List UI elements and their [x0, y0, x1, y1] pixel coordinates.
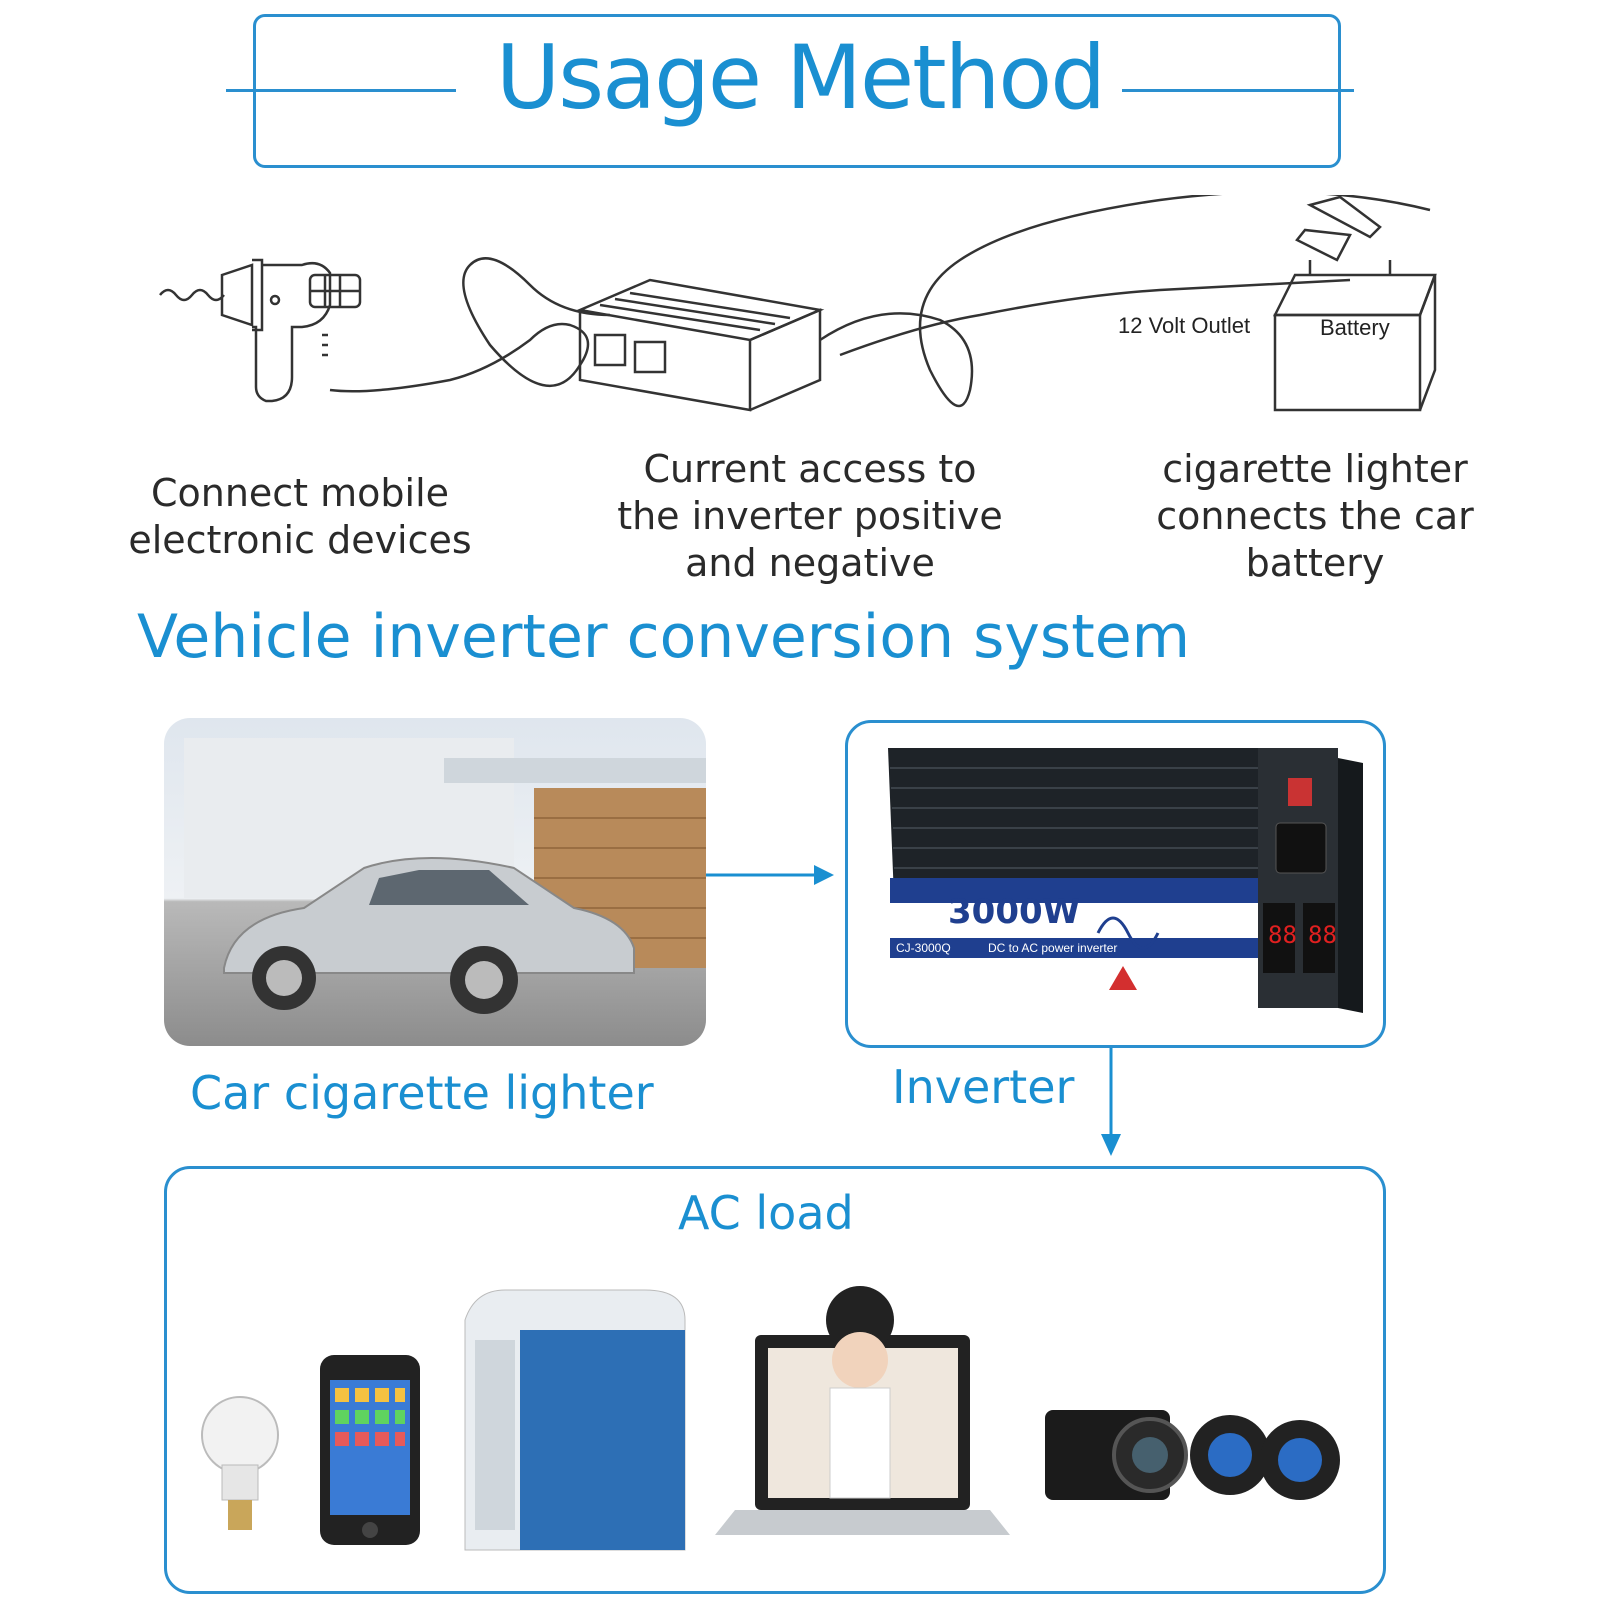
inverter-model: CJ-3000Q: [896, 941, 951, 955]
drill-icon: [159, 258, 362, 403]
inverter-sketch-icon: [575, 278, 825, 412]
arrow-to-inverter: [706, 865, 834, 885]
ac-load-devices: [201, 1286, 1340, 1551]
car-photo: [164, 718, 706, 1046]
inverter-photo: 88 88 3000W CJ-3000Q DC to AC power inve…: [888, 748, 1363, 1013]
ac-load-label: AC load: [678, 1186, 854, 1240]
battery-label: Battery: [1320, 315, 1390, 340]
page-title: Usage Method: [495, 26, 1106, 129]
svg-text:88: 88: [1268, 921, 1297, 949]
car-illustration: [184, 738, 706, 1014]
light-bulb-icon: [201, 1396, 279, 1530]
inverter-subtitle: DC to AC power inverter: [988, 941, 1117, 955]
connection-sketch: 12 Volt Outlet Battery: [159, 195, 1437, 412]
title-rule-left: [226, 89, 456, 92]
svg-text:88: 88: [1308, 921, 1337, 949]
car-label: Car cigarette lighter: [190, 1066, 654, 1120]
speaker-icon: [1190, 1415, 1340, 1500]
inverter-wattage: 3000W: [948, 892, 1080, 932]
battery-icon: [1272, 260, 1437, 412]
ac-load-panel: [164, 1166, 1386, 1594]
camera-icon: [1045, 1410, 1188, 1500]
arrow-to-ac-load: [1101, 1048, 1121, 1156]
outlet-label: 12 Volt Outlet: [1118, 313, 1250, 338]
car-fridge-icon: [464, 1289, 686, 1551]
smartphone-icon: [320, 1355, 420, 1545]
title-rule-right: [1122, 89, 1354, 92]
caption-current-access: Current access to the inverter positive …: [617, 447, 1003, 585]
section-title: Vehicle inverter conversion system: [137, 602, 1191, 672]
caption-connect-devices: Connect mobile electronic devices: [128, 471, 472, 562]
inverter-panel: [845, 720, 1386, 1048]
laptop-icon: [715, 1286, 1010, 1535]
caption-cigarette-lighter: cigarette lighter connects the car batte…: [1156, 447, 1474, 585]
inverter-label: Inverter: [892, 1060, 1075, 1114]
